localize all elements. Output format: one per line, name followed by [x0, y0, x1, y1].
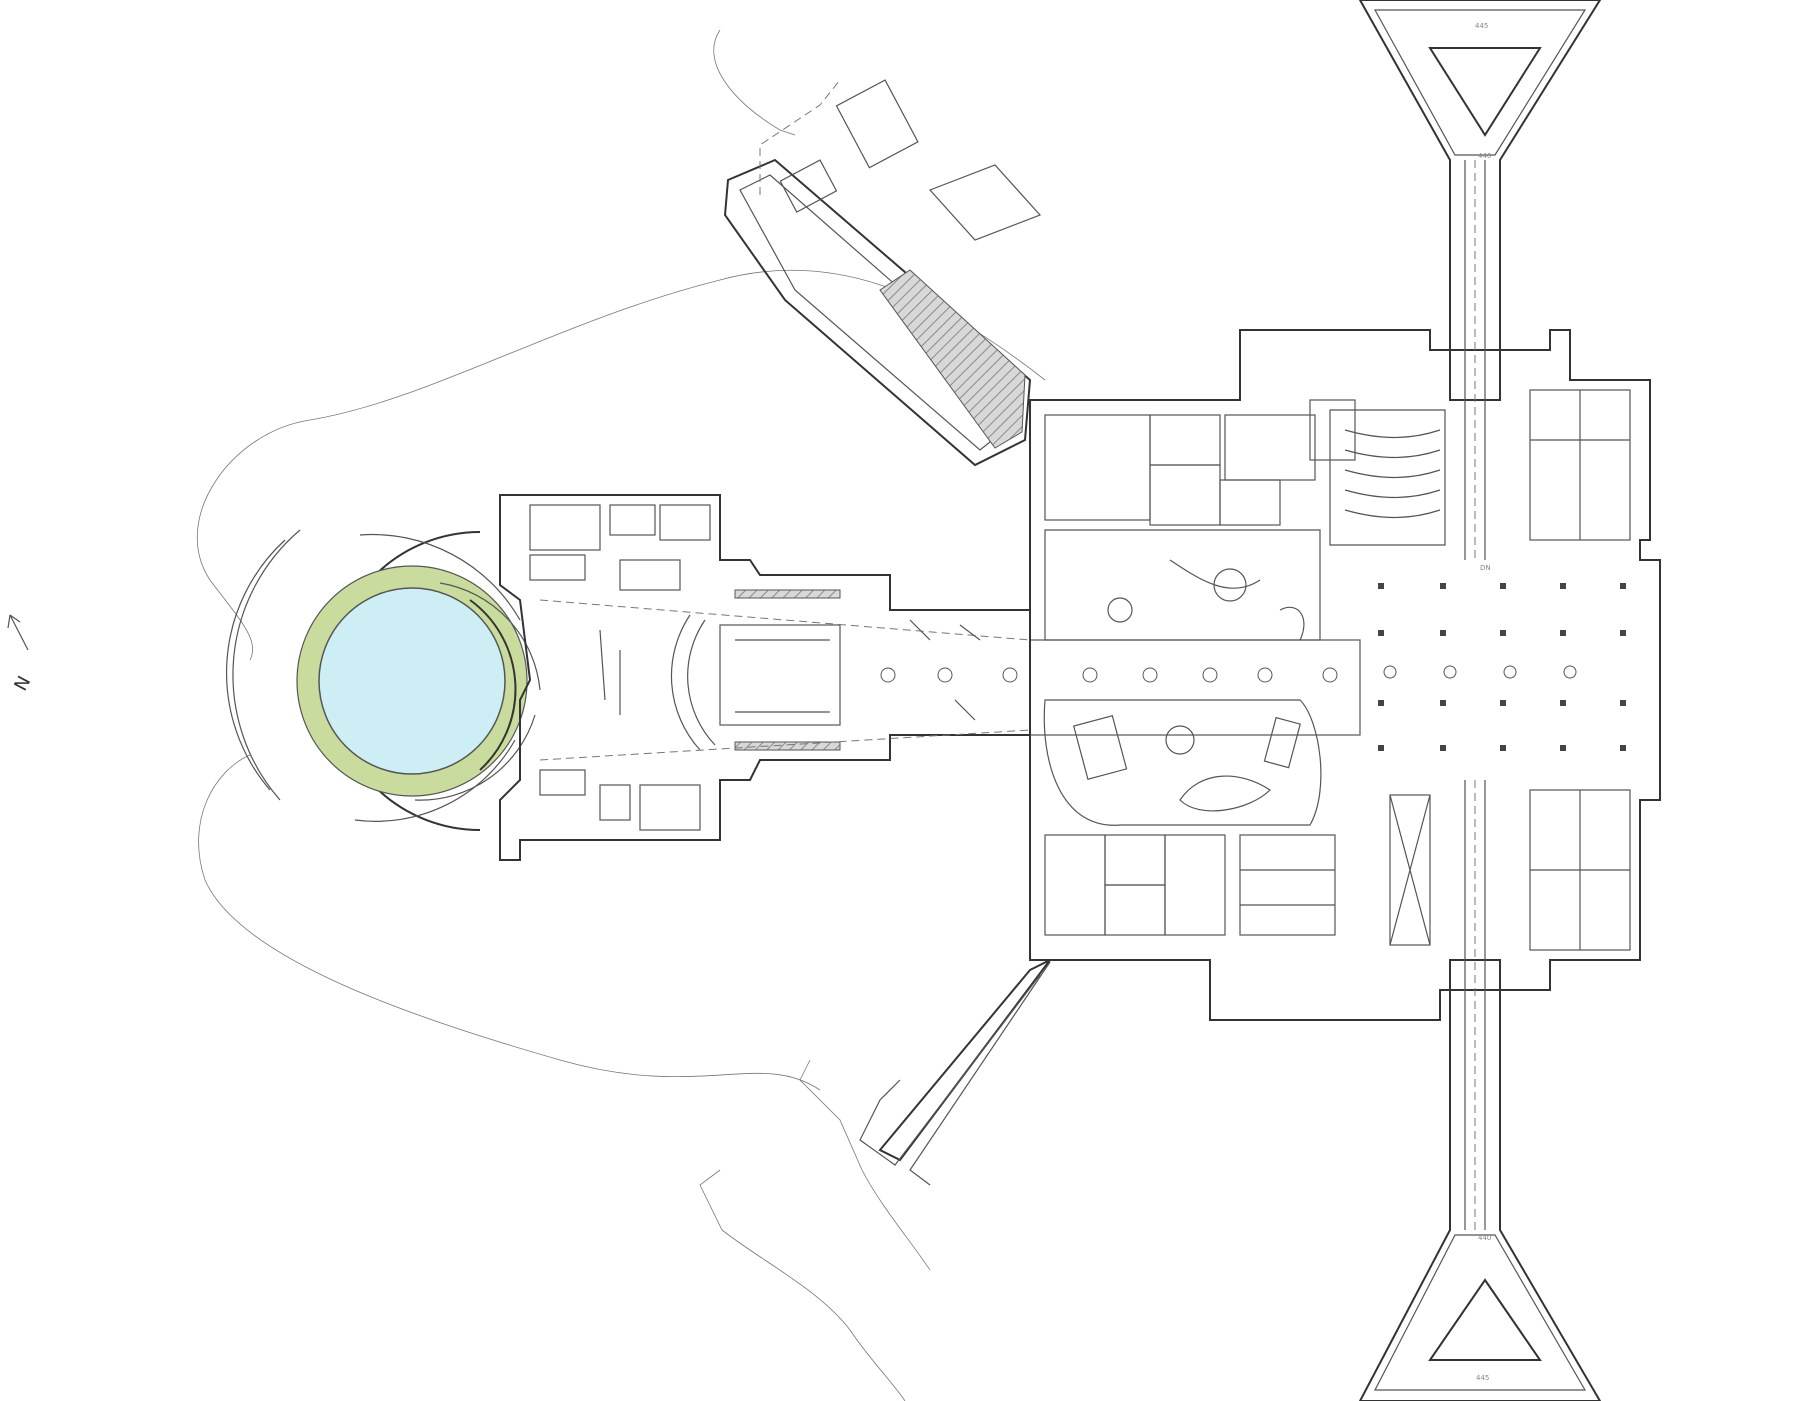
site-boundary	[196, 29, 1046, 1401]
stair-label: DN	[1480, 564, 1491, 572]
dim-bottom-inner: 440	[1478, 1234, 1491, 1242]
main-building: DN	[1029, 329, 1661, 1021]
north-arrow: N	[7, 614, 35, 695]
dim-bottom-outer: 445	[1476, 1374, 1489, 1382]
central-gallery	[880, 619, 1361, 736]
north-service-wing	[723, 79, 1042, 467]
south-tower: 440 445	[1358, 780, 1602, 1401]
north-label: N	[10, 673, 35, 695]
south-entrance-wing	[859, 959, 1051, 1186]
lobby-column-grid	[1378, 583, 1626, 751]
pool-water	[318, 587, 506, 775]
north-tower: 445 440	[1358, 0, 1602, 560]
dim-top-inner: 440	[1478, 152, 1491, 160]
pool-pavilion	[226, 529, 541, 831]
pavilion-service-block	[499, 494, 1031, 861]
dim-top-outer: 445	[1475, 22, 1488, 30]
